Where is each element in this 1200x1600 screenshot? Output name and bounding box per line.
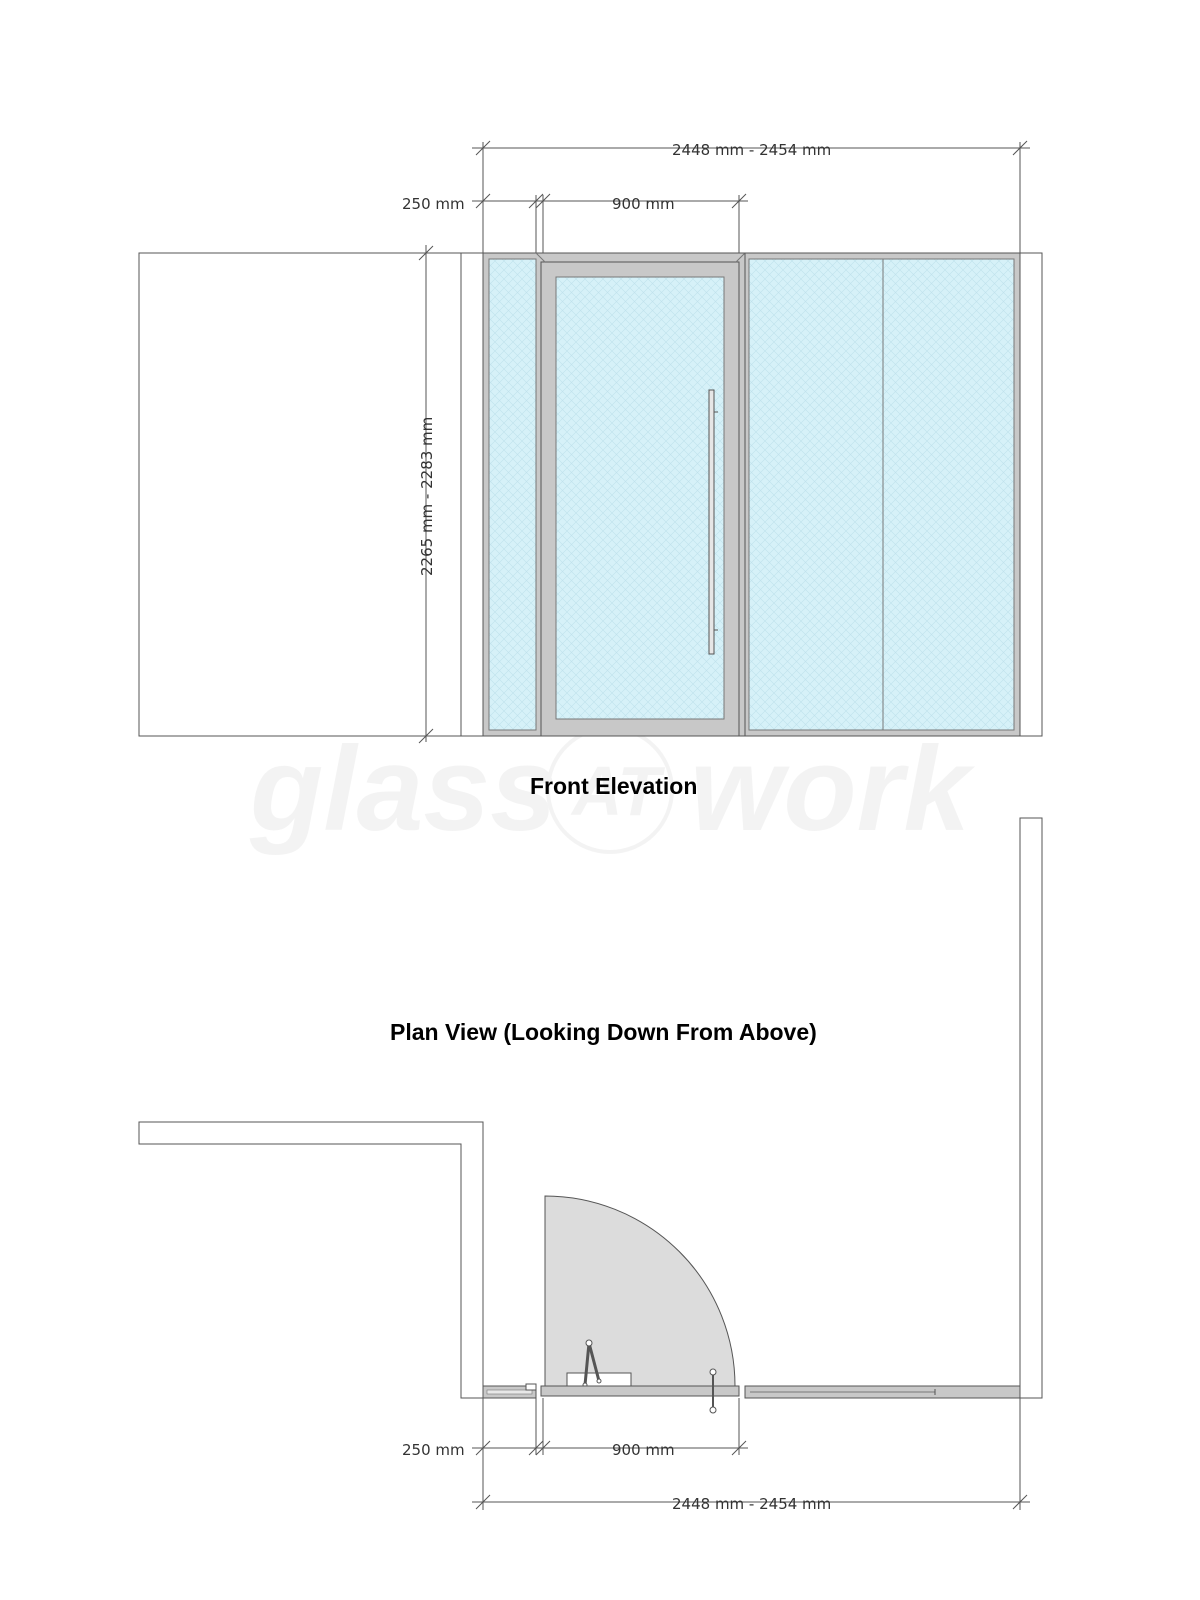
plan-door-leaf: [540, 1385, 740, 1397]
front-elevation: 2448 mm - 2454 mm 250 mm 900 mm 2265 mm …: [138, 140, 1043, 799]
plan-door-closer: [566, 1339, 632, 1388]
front-dim-height-label: 2265 mm - 2283 mm: [418, 417, 436, 576]
front-right-panel-glass-1: [748, 258, 884, 731]
front-left-wall: [138, 252, 462, 737]
plan-right-wall: [1019, 817, 1043, 1399]
front-door-pull-handle: [708, 389, 715, 655]
watermark-text-center: AT: [570, 752, 665, 830]
plan-dim-total-label: 2448 mm - 2454 mm: [672, 1495, 831, 1513]
front-dim-height: [418, 245, 434, 744]
plan-pivot-block: [525, 1383, 537, 1391]
watermark: glass AT work: [249, 722, 975, 856]
front-dim-side-label: 250 mm: [402, 195, 465, 213]
plan-left-sidelight-glass: [486, 1389, 533, 1395]
front-dim-door-label: 900 mm: [612, 195, 675, 213]
plan-door-swing-arc: [544, 1195, 736, 1387]
plan-view-title: Plan View (Looking Down From Above): [390, 1019, 817, 1045]
front-door-head-bevel-right: [735, 252, 746, 263]
watermark-text-left: glass: [249, 722, 557, 856]
plan-dim-side-door: [472, 1398, 748, 1456]
plan-dim-total: [472, 1398, 1030, 1510]
front-elevation-title: Front Elevation: [530, 773, 697, 799]
plan-door-handle: [709, 1368, 717, 1414]
front-left-sidelight-glass: [488, 258, 537, 731]
front-left-reveal: [460, 252, 484, 737]
front-right-reveal: [1019, 252, 1043, 737]
plan-dim-door-label: 900 mm: [612, 1441, 675, 1459]
front-door-glass: [555, 276, 725, 720]
front-door-head-bevel-left: [535, 252, 546, 263]
watermark-text-right: work: [690, 722, 975, 856]
front-dim-side-door: [472, 193, 748, 258]
plan-dim-side-label: 250 mm: [402, 1441, 465, 1459]
front-dim-total-label: 2448 mm - 2454 mm: [672, 141, 831, 159]
plan-view: Plan View (Looking Down From Above): [138, 817, 1043, 1513]
front-right-panel-glass-2: [882, 258, 1015, 731]
plan-left-wall: [138, 1121, 484, 1399]
